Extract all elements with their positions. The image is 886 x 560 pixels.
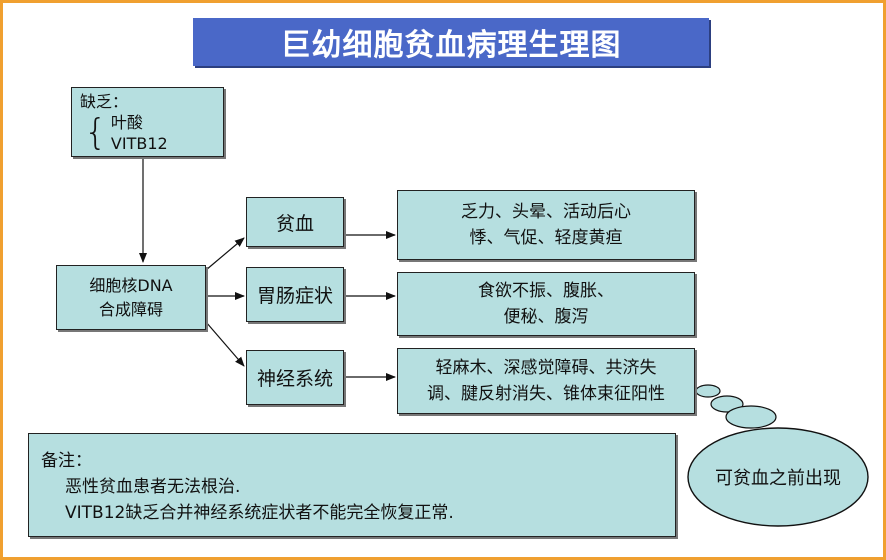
symptoms-neuro-box: 轻麻木、深感觉障碍、共济失 调、腱反射消失、锥体束征阳性 bbox=[397, 348, 695, 414]
symptoms-neuro-line-1: 轻麻木、深感觉障碍、共济失 bbox=[435, 358, 657, 378]
cause-item-vitb12: VITB12 bbox=[110, 134, 168, 153]
arrow-core-to-neuro bbox=[205, 321, 245, 367]
category-anemia-label: 贫血 bbox=[275, 212, 314, 235]
diagram-title: 巨幼细胞贫血病理生理图 bbox=[193, 18, 709, 66]
note-line-1: 恶性贫血患者无法根治. bbox=[65, 477, 241, 497]
core-mechanism-box: 细胞核DNA 合成障碍 bbox=[56, 265, 206, 330]
category-neuro-box: 神经系统 bbox=[246, 350, 344, 405]
core-line-1: 细胞核DNA bbox=[89, 275, 173, 295]
thought-bubble-text: 可贫血之前出现 bbox=[715, 468, 841, 489]
cause-box: 缺乏： { 叶酸 VITB12 bbox=[71, 87, 224, 157]
arrow-core-to-anemia bbox=[205, 237, 245, 271]
cause-items: 叶酸 VITB12 bbox=[111, 112, 168, 154]
symptoms-anemia-line-2: 悸、气促、轻度黄疸 bbox=[469, 228, 623, 248]
thought-bubble bbox=[687, 427, 869, 527]
symptoms-gi-line-1: 食欲不振、腹胀、 bbox=[478, 281, 614, 301]
thought-dot-small bbox=[695, 384, 721, 398]
note-line-2: VITB12缺乏合并神经系统症状者不能完全恢复正常. bbox=[65, 503, 454, 523]
note-heading: 备注： bbox=[41, 451, 92, 471]
thought-dot-large bbox=[725, 405, 777, 429]
symptoms-gi-line-2: 便秘、腹泻 bbox=[503, 307, 589, 327]
symptoms-anemia-line-1: 乏力、头晕、活动后心 bbox=[461, 202, 631, 222]
brace-symbol: { bbox=[84, 112, 107, 153]
category-gi-box: 胃肠症状 bbox=[246, 267, 344, 322]
cause-group: { 叶酸 VITB12 bbox=[84, 112, 215, 154]
note-box: 备注： 恶性贫血患者无法根治. VITB12缺乏合并神经系统症状者不能完全恢复正… bbox=[28, 433, 676, 537]
symptoms-neuro-line-2: 调、腱反射消失、锥体束征阳性 bbox=[427, 384, 665, 404]
category-gi-label: 胃肠症状 bbox=[256, 285, 333, 307]
core-line-2: 合成障碍 bbox=[98, 299, 163, 319]
category-neuro-label: 神经系统 bbox=[256, 368, 333, 390]
cause-item-folate: 叶酸 bbox=[110, 113, 143, 132]
cause-heading: 缺乏： bbox=[80, 92, 129, 111]
symptoms-gi-box: 食欲不振、腹胀、 便秘、腹泻 bbox=[397, 272, 695, 336]
category-anemia-box: 贫血 bbox=[246, 197, 344, 247]
symptoms-anemia-box: 乏力、头晕、活动后心 悸、气促、轻度黄疸 bbox=[397, 190, 695, 260]
